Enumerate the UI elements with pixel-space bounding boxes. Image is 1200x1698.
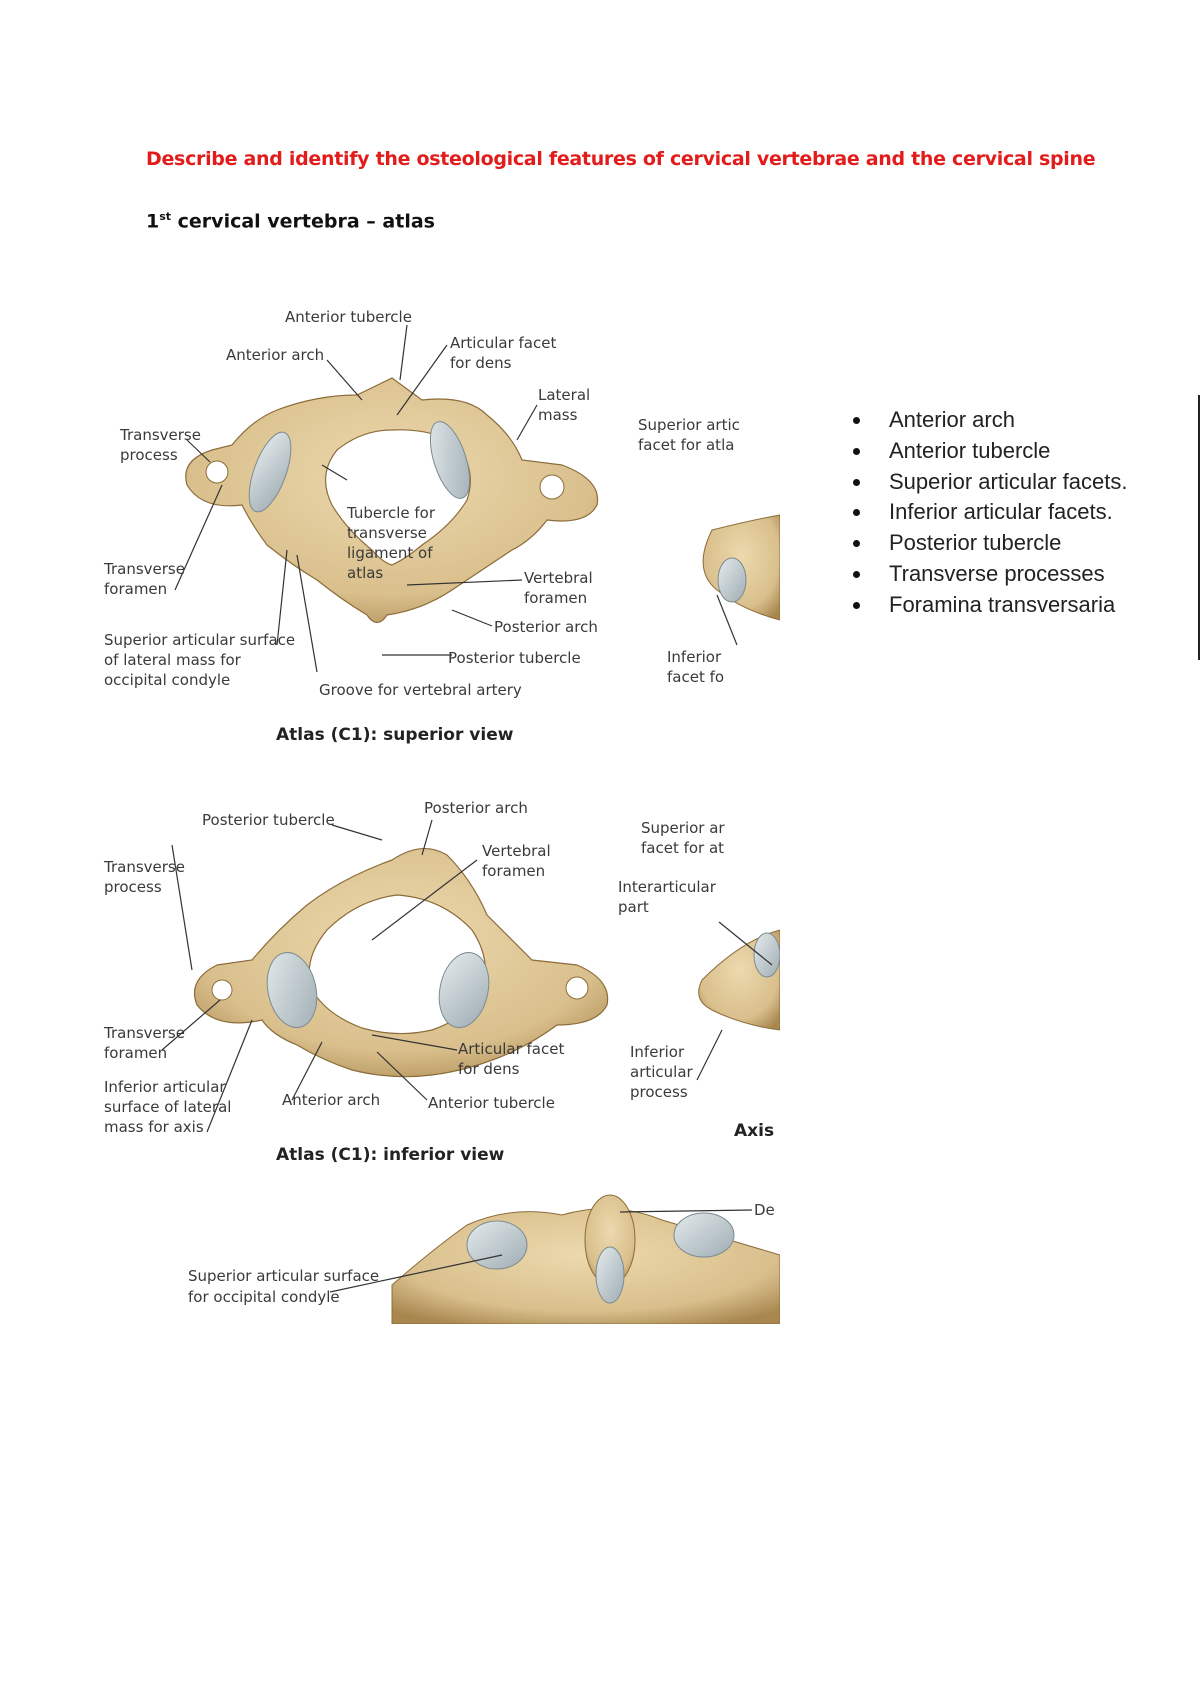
label-bottom-superior-1: Superior articular surface <box>188 1267 379 1285</box>
feature-bullet-list: Anterior arch Anterior tubercle Superior… <box>850 405 1127 621</box>
bullet-icon <box>853 509 860 517</box>
label-inf-transverse-foramen-2: foramen <box>104 1044 167 1062</box>
page-heading: Describe and identify the osteological f… <box>146 148 1096 170</box>
bullet-item: Foramina transversaria <box>850 590 1127 621</box>
bullet-icon <box>853 447 860 455</box>
svg-text:facet for atla: facet for atla <box>638 436 734 454</box>
label-inf-transverse-foramen-1: Transverse <box>103 1024 185 1042</box>
label-bottom-dens: De <box>754 1201 775 1219</box>
label-groove: Groove for vertebral artery <box>319 681 522 699</box>
atlas-superior-view: Anterior tubercle Anterior arch Articula… <box>103 308 780 745</box>
label-transverse-foramen-2: foramen <box>104 580 167 598</box>
label-for-dens: for dens <box>450 354 512 372</box>
bullet-item: Transverse processes <box>850 559 1127 590</box>
bullet-item: Inferior articular facets. <box>850 497 1127 528</box>
label-posterior-arch: Posterior arch <box>494 618 598 636</box>
vertebra-number: 1 <box>146 210 160 233</box>
superior-leader-lines <box>174 324 538 673</box>
label-tubercle-3: ligament of <box>347 544 433 562</box>
inferior-right-transverse-foramen <box>565 976 589 1000</box>
section-subheading: 1st cervical vertebra – atlas <box>146 210 435 232</box>
svg-text:Axis: Axis <box>734 1121 774 1141</box>
svg-text:Inferior: Inferior <box>630 1043 685 1061</box>
bullet-item: Anterior tubercle <box>850 436 1127 467</box>
inferior-side-cropped-figure: Superior ar facet for at Interarticular … <box>618 819 780 1141</box>
subheading-text: cervical vertebra – atlas <box>171 210 435 233</box>
label-transverse-process-1: Transverse <box>119 426 201 444</box>
svg-text:Inferior: Inferior <box>667 648 722 666</box>
svg-text:Interarticular: Interarticular <box>618 878 717 896</box>
bullet-item: Anterior arch <box>850 405 1127 436</box>
label-inf-inferior-surface-2: surface of lateral <box>104 1098 231 1116</box>
inferior-leader-lines <box>161 819 478 1133</box>
label-inf-vertebral-1: Vertebral <box>482 842 551 860</box>
svg-text:process: process <box>630 1083 688 1101</box>
label-inf-articular-facet-1: Articular facet <box>458 1040 564 1058</box>
atlas-inferior-view: Posterior tubercle Posterior arch Verteb… <box>103 799 780 1165</box>
label-inf-anterior-tubercle: Anterior tubercle <box>428 1094 555 1112</box>
inferior-left-facet <box>266 951 318 1029</box>
label-anterior-arch: Anterior arch <box>226 346 324 364</box>
label-vertebral-2: foramen <box>524 589 587 607</box>
page-edge-rule <box>1198 395 1200 660</box>
inferior-left-transverse-foramen <box>211 979 233 1001</box>
label-bottom-superior-2: for occipital condyle <box>188 1288 340 1306</box>
caption-superior-view: Atlas (C1): superior view <box>276 725 514 745</box>
label-tubercle-4: atlas <box>347 564 383 582</box>
label-inf-posterior-tubercle: Posterior tubercle <box>202 811 335 829</box>
bullet-item: Superior articular facets. <box>850 467 1127 498</box>
superior-side-cropped-figure: Superior artic facet for atla Inferior f… <box>638 416 780 686</box>
svg-text:Superior artic: Superior artic <box>638 416 740 434</box>
svg-text:facet for at: facet for at <box>641 839 724 857</box>
label-inf-articular-facet-2: for dens <box>458 1060 520 1078</box>
superior-left-facet <box>248 431 292 513</box>
svg-text:Superior ar: Superior ar <box>641 819 725 837</box>
label-inf-inferior-surface-3: mass for axis <box>104 1118 204 1136</box>
label-inf-transverse-process-2: process <box>104 878 162 896</box>
superior-left-transverse-foramen <box>205 460 229 484</box>
label-tubercle-2: transverse <box>347 524 427 542</box>
atlas-anatomy-figure: Anterior tubercle Anterior arch Articula… <box>92 300 780 1324</box>
inferior-right-facet <box>438 951 490 1029</box>
label-mass: mass <box>538 406 578 424</box>
label-anterior-tubercle: Anterior tubercle <box>285 308 412 326</box>
svg-text:facet fo: facet fo <box>667 668 724 686</box>
label-vertebral-1: Vertebral <box>524 569 593 587</box>
label-inf-inferior-surface-1: Inferior articular <box>104 1078 226 1096</box>
superior-right-transverse-foramen <box>539 474 565 500</box>
atlas-bottom-partial-figure: Superior articular surface for occipital… <box>188 1194 780 1324</box>
label-inf-transverse-process-1: Transverse <box>103 858 185 876</box>
label-superior-surface-2: of lateral mass for <box>104 651 242 669</box>
ordinal-suffix: st <box>159 210 172 223</box>
label-transverse-foramen-1: Transverse <box>103 560 185 578</box>
label-inf-vertebral-2: foramen <box>482 862 545 880</box>
label-transverse-process-2: process <box>120 446 178 464</box>
bullet-icon <box>853 601 860 609</box>
caption-inferior-view: Atlas (C1): inferior view <box>276 1145 505 1165</box>
label-inf-posterior-arch: Posterior arch <box>424 799 528 817</box>
label-posterior-tubercle: Posterior tubercle <box>448 649 581 667</box>
label-tubercle-1: Tubercle for <box>346 504 436 522</box>
bullet-icon <box>853 540 860 548</box>
bullet-icon <box>853 478 860 486</box>
label-superior-surface-1: Superior articular surface <box>104 631 295 649</box>
bullet-item: Posterior tubercle <box>850 528 1127 559</box>
label-articular-facet: Articular facet <box>450 334 556 352</box>
label-inf-anterior-arch: Anterior arch <box>282 1091 380 1109</box>
label-lateral: Lateral <box>538 386 590 404</box>
bullet-icon <box>853 570 860 578</box>
bullet-icon <box>853 417 860 424</box>
svg-text:articular: articular <box>630 1063 694 1081</box>
superior-right-facet <box>429 421 471 499</box>
label-superior-surface-3: occipital condyle <box>104 671 230 689</box>
svg-text:part: part <box>618 898 649 916</box>
